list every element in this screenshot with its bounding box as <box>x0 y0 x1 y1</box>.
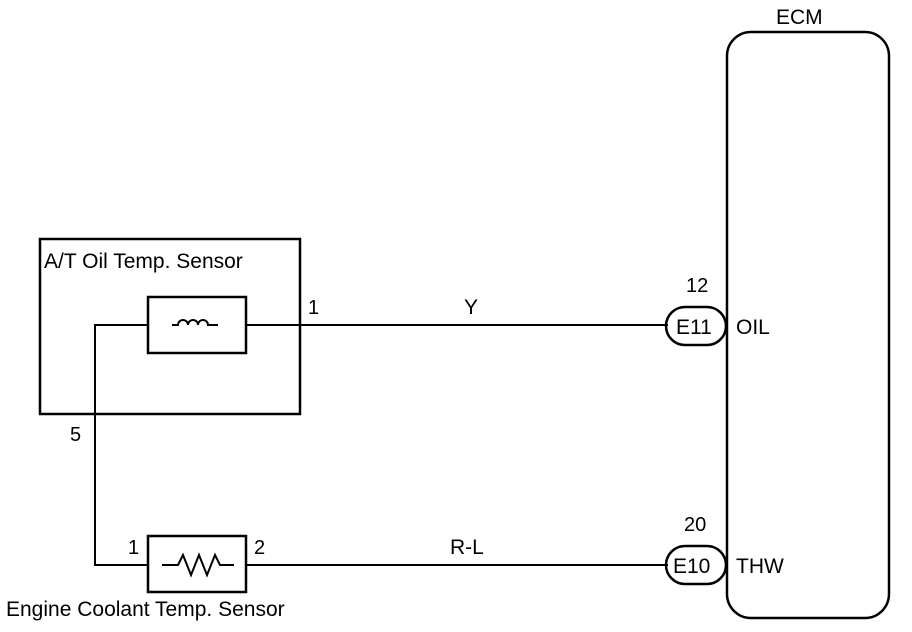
ground-wire <box>94 324 148 566</box>
at-oil-sensor-box <box>38 237 302 416</box>
connector-e10-label: E10 <box>673 555 710 578</box>
coolant-sensor-pin-2: 2 <box>254 537 265 559</box>
resistor-icon <box>162 552 234 578</box>
oil-wire-color-label: Y <box>464 296 478 319</box>
ecm-terminal-oil: OIL <box>736 316 770 339</box>
oil-sensor-pin-1: 1 <box>308 297 319 319</box>
connector-e10 <box>664 544 728 586</box>
at-oil-sensor-title: A/T Oil Temp. Sensor <box>44 250 243 273</box>
connector-e11-label: E11 <box>676 316 712 339</box>
ecm-title: ECM <box>776 6 823 29</box>
thw-wire-color-label: R-L <box>450 536 484 559</box>
coil-icon <box>172 319 218 326</box>
connector-e11 <box>664 305 728 347</box>
oil-sensor-pin-5: 5 <box>70 424 81 446</box>
coolant-sensor-title: Engine Coolant Temp. Sensor <box>6 598 285 621</box>
coolant-sensor-pin-1: 1 <box>128 537 139 559</box>
connector-e11-pin: 12 <box>686 275 708 297</box>
connector-e10-pin: 20 <box>684 514 706 536</box>
ecm-terminal-thw: THW <box>736 555 784 578</box>
